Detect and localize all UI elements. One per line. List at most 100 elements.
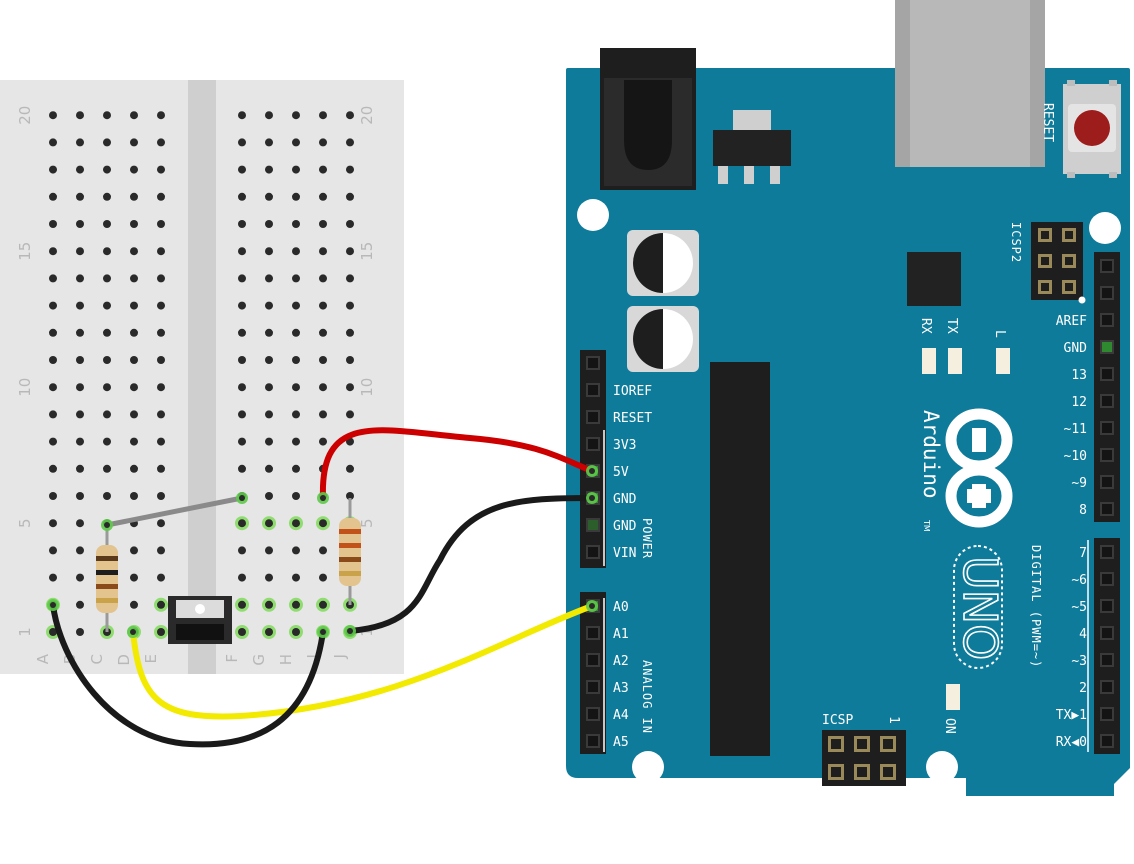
breadboard-hole[interactable]	[289, 189, 303, 204]
breadboard-hole[interactable]	[235, 353, 249, 367]
breadboard-hole[interactable]	[316, 325, 330, 340]
breadboard-hole[interactable]	[316, 217, 330, 231]
breadboard-hole[interactable]	[343, 162, 357, 177]
breadboard-hole[interactable]	[289, 597, 303, 612]
breadboard-hole[interactable]	[316, 434, 330, 449]
reset-button[interactable]	[1074, 110, 1110, 146]
digital-pin[interactable]	[1100, 340, 1114, 354]
breadboard-hole[interactable]	[316, 543, 330, 558]
black-loop-wire[interactable]	[50, 602, 326, 748]
icsp2-pin[interactable]	[1038, 280, 1052, 294]
breadboard-hole[interactable]	[235, 162, 249, 177]
breadboard-hole[interactable]	[127, 135, 141, 150]
breadboard-hole[interactable]	[289, 353, 303, 367]
breadboard-hole[interactable]	[343, 189, 357, 204]
breadboard-hole[interactable]	[154, 108, 168, 123]
breadboard-hole[interactable]	[127, 189, 141, 204]
breadboard-hole[interactable]	[127, 380, 141, 395]
breadboard-hole[interactable]	[100, 380, 114, 395]
breadboard-hole[interactable]	[316, 298, 330, 313]
icsp-pin[interactable]	[828, 764, 844, 780]
breadboard-hole[interactable]	[262, 298, 276, 313]
breadboard-hole[interactable]	[73, 298, 87, 313]
breadboard-hole[interactable]	[289, 489, 303, 503]
breadboard-hole[interactable]	[46, 407, 60, 422]
breadboard-hole[interactable]	[316, 353, 330, 367]
digital-pin[interactable]	[1100, 502, 1114, 516]
breadboard-hole[interactable]	[73, 162, 87, 177]
breadboard-hole[interactable]	[100, 434, 114, 449]
breadboard-hole[interactable]	[343, 353, 357, 367]
breadboard-hole[interactable]	[100, 489, 114, 503]
breadboard-hole[interactable]	[154, 543, 168, 558]
breadboard-hole[interactable]	[100, 461, 114, 476]
breadboard-hole[interactable]	[262, 625, 276, 639]
breadboard-hole[interactable]	[235, 570, 249, 585]
breadboard-hole[interactable]	[262, 353, 276, 367]
breadboard-hole[interactable]	[127, 597, 141, 612]
breadboard-hole[interactable]	[154, 625, 168, 639]
breadboard-hole[interactable]	[127, 489, 141, 503]
breadboard-hole[interactable]	[235, 380, 249, 395]
icsp2-pin[interactable]	[1038, 254, 1052, 268]
breadboard-hole[interactable]	[289, 244, 303, 259]
analog-pin[interactable]	[586, 734, 600, 748]
breadboard-hole[interactable]	[262, 461, 276, 476]
digital-pin[interactable]	[1100, 653, 1114, 667]
breadboard-hole[interactable]	[127, 298, 141, 313]
breadboard-hole[interactable]	[154, 325, 168, 340]
breadboard-hole[interactable]	[235, 625, 249, 639]
breadboard-hole[interactable]	[289, 461, 303, 476]
breadboard-hole[interactable]	[289, 543, 303, 558]
breadboard-hole[interactable]	[100, 353, 114, 367]
icsp-pin[interactable]	[828, 736, 844, 752]
breadboard-hole[interactable]	[343, 135, 357, 150]
breadboard-hole[interactable]	[235, 434, 249, 449]
breadboard-hole[interactable]	[262, 108, 276, 123]
digital-pin[interactable]	[1100, 394, 1114, 408]
breadboard-hole[interactable]	[154, 516, 168, 531]
breadboard-hole[interactable]	[343, 271, 357, 286]
digital-pin[interactable]	[1100, 448, 1114, 462]
black-gnd-wire[interactable]	[347, 495, 595, 634]
breadboard-hole[interactable]	[100, 244, 114, 259]
breadboard-hole[interactable]	[46, 489, 60, 503]
power-pin[interactable]	[586, 545, 600, 559]
breadboard-hole[interactable]	[154, 135, 168, 150]
power-pin[interactable]	[586, 437, 600, 451]
breadboard-hole[interactable]	[127, 407, 141, 422]
breadboard-hole[interactable]	[343, 380, 357, 395]
icsp-pin[interactable]	[854, 736, 870, 752]
breadboard-hole[interactable]	[289, 108, 303, 123]
breadboard-hole[interactable]	[235, 271, 249, 286]
breadboard-hole[interactable]	[127, 244, 141, 259]
breadboard-hole[interactable]	[100, 217, 114, 231]
breadboard-hole[interactable]	[73, 244, 87, 259]
breadboard-hole[interactable]	[154, 298, 168, 313]
breadboard-hole[interactable]	[154, 570, 168, 585]
breadboard-hole[interactable]	[73, 489, 87, 503]
icsp2-pin[interactable]	[1062, 228, 1076, 242]
breadboard-hole[interactable]	[46, 108, 60, 123]
breadboard-hole[interactable]	[343, 217, 357, 231]
digital-pin[interactable]	[1100, 286, 1114, 300]
icsp2-pin[interactable]	[1062, 254, 1076, 268]
breadboard-hole[interactable]	[46, 244, 60, 259]
resistor[interactable]	[96, 525, 118, 632]
breadboard-hole[interactable]	[154, 489, 168, 503]
analog-pin[interactable]	[586, 707, 600, 721]
breadboard-hole[interactable]	[46, 217, 60, 231]
icsp-pin[interactable]	[880, 764, 896, 780]
breadboard-hole[interactable]	[343, 325, 357, 340]
breadboard-hole[interactable]	[262, 407, 276, 422]
breadboard-hole[interactable]	[154, 380, 168, 395]
power-pin[interactable]	[586, 410, 600, 424]
breadboard-hole[interactable]	[154, 461, 168, 476]
breadboard-hole[interactable]	[289, 271, 303, 286]
breadboard-hole[interactable]	[100, 325, 114, 340]
breadboard-hole[interactable]	[235, 597, 249, 612]
breadboard-hole[interactable]	[235, 244, 249, 259]
breadboard-hole[interactable]	[316, 135, 330, 150]
breadboard-hole[interactable]	[235, 325, 249, 340]
breadboard-hole[interactable]	[262, 489, 276, 503]
